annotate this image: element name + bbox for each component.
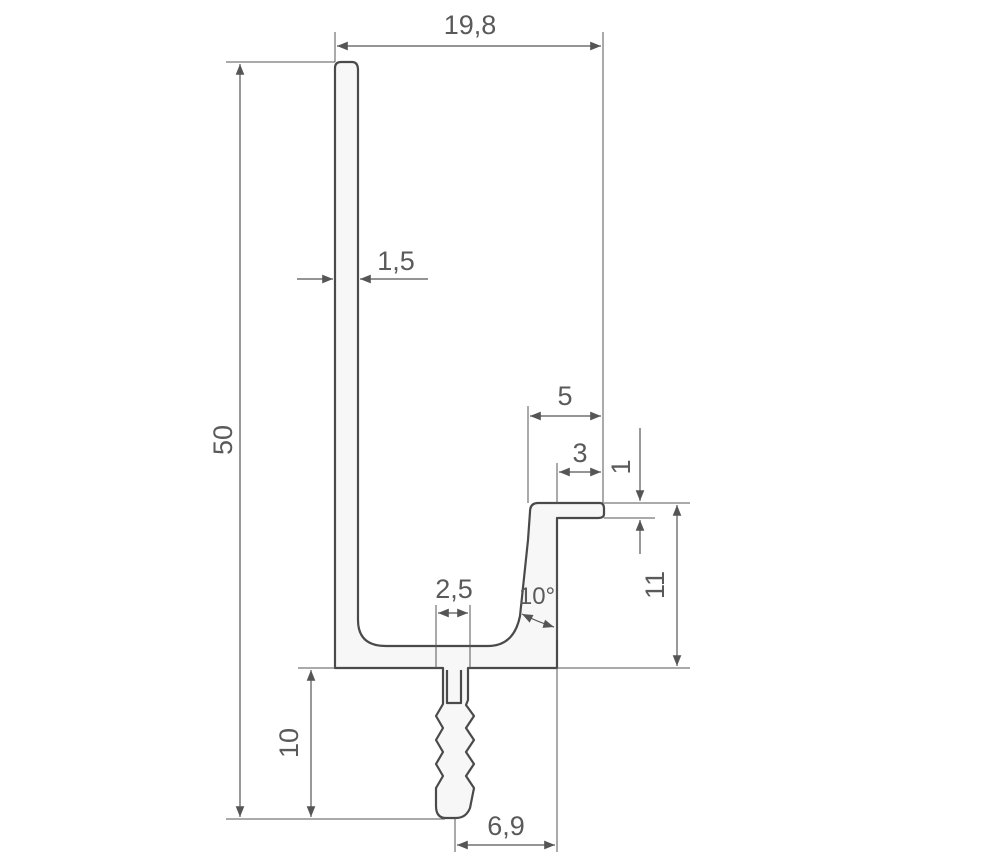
dim-label-overall-width: 19,8 [444, 10, 497, 40]
dim-label-lip-inner: 3 [572, 438, 587, 468]
leg-slot [445, 670, 463, 705]
dim-label-wall-thickness: 1,5 [377, 246, 415, 276]
profile-outline [333, 60, 606, 820]
dim-arc-angle [521, 613, 555, 628]
dim-label-leg-offset: 6,9 [487, 811, 525, 841]
dim-label-overall-height: 50 [208, 425, 238, 455]
dim-label-lip-width: 5 [557, 381, 572, 411]
dim-label-leg-height: 10 [274, 728, 304, 758]
dim-label-angle: 10° [519, 583, 555, 610]
dim-label-side-height: 11 [640, 571, 670, 599]
dim-label-lip-thickness: 1 [606, 459, 636, 474]
dim-label-leg-width: 2,5 [435, 574, 473, 604]
